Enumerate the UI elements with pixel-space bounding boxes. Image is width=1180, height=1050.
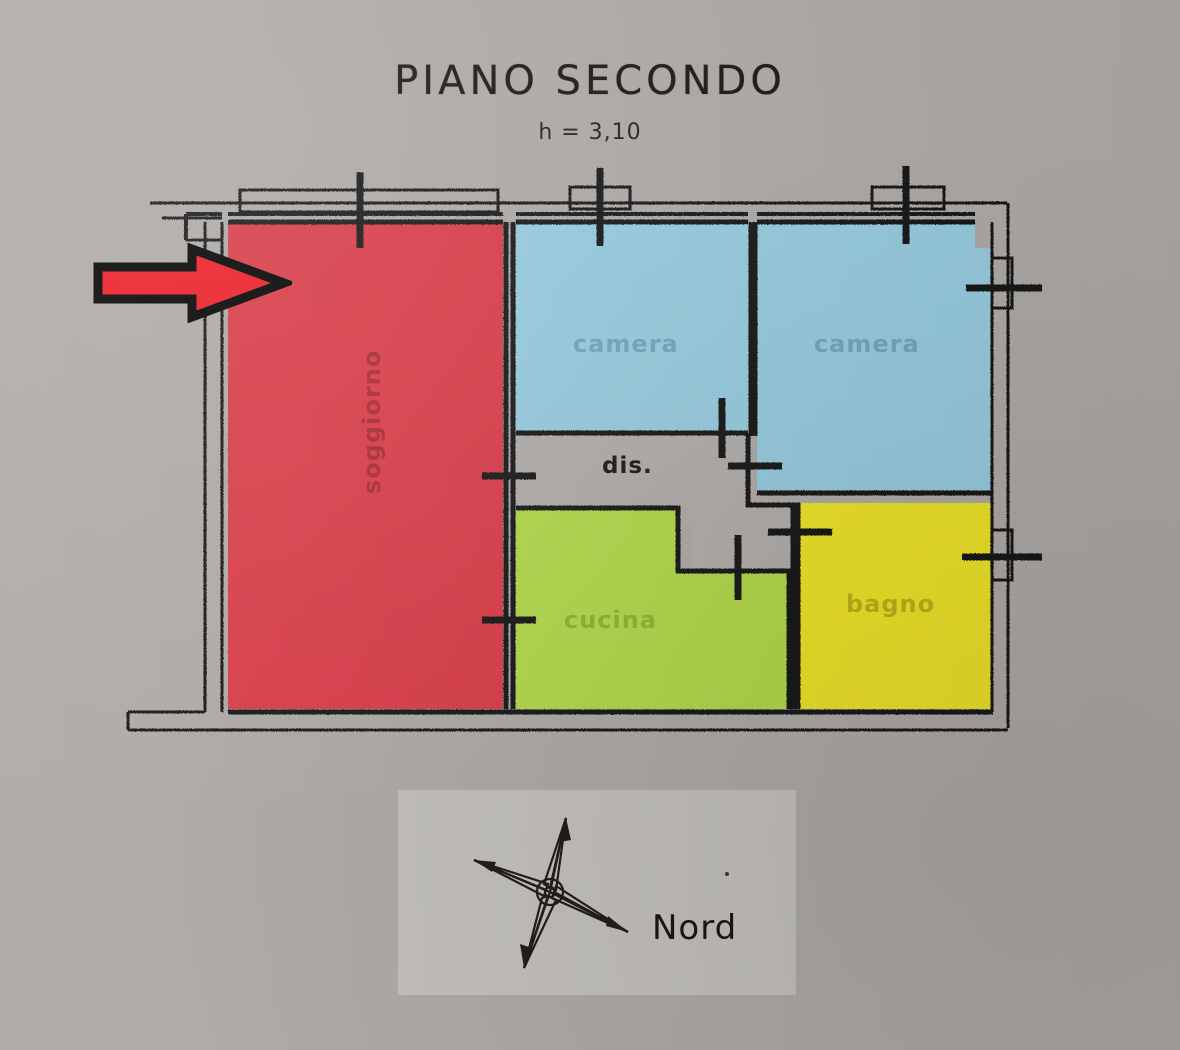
interior-walls [503,222,993,709]
wall-outlines [126,185,1014,732]
compass-speck [725,872,729,876]
room-shape-bagno [797,503,993,709]
room-shape-camera-1 [516,222,748,432]
north-label: Nord [652,908,738,948]
compass-rose-icon [473,817,629,969]
compass-panel [398,790,796,995]
dimension-ticks [356,166,1042,624]
ceiling-height-label: h = 3,10 [538,120,642,145]
room-shape-camera-2 [757,222,992,490]
room-shape-soggiorno [228,222,503,709]
red-arrow-icon [93,243,292,323]
room-fills [228,222,993,709]
page-title: PIANO SECONDO [394,58,786,104]
room-shape-cucina [516,510,789,709]
